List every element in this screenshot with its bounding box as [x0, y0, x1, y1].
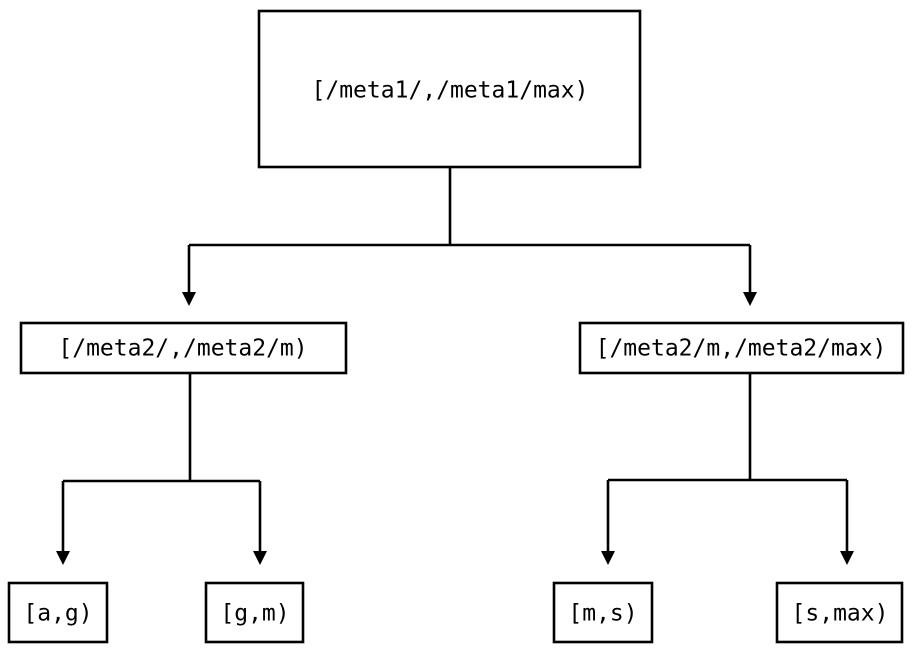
node-mid-right-label: [/meta2/m,/meta2/max): [596, 336, 887, 362]
arrowhead-midleft-to-leaf2: [253, 551, 267, 565]
node-leaf-1-label: [a,g): [23, 601, 92, 627]
node-leaf-4[interactable]: [s,max): [775, 581, 904, 644]
node-leaf-3[interactable]: [m,s): [552, 581, 654, 644]
node-leaf-2-box: [204, 581, 305, 644]
node-leaf-1[interactable]: [a,g): [7, 581, 109, 644]
node-mid-right[interactable]: [/meta2/m,/meta2/max): [578, 321, 905, 375]
node-leaf-3-box: [552, 581, 654, 644]
edge-root-to-mid-group: [182, 167, 757, 306]
node-leaf-4-box: [775, 581, 904, 644]
arrowhead-midright-to-leaf4: [840, 551, 854, 565]
arrowhead-midleft-to-leaf1: [56, 551, 70, 565]
arrowhead-midright-to-leaf3: [601, 551, 615, 565]
node-mid-left[interactable]: [/meta2/,/meta2/m): [19, 321, 348, 375]
node-root[interactable]: [/meta1/,/meta1/max): [257, 9, 642, 169]
edge-midright-to-leaves-group: [601, 373, 854, 565]
node-mid-left-label: [/meta2/,/meta2/m): [58, 336, 307, 362]
node-leaf-2[interactable]: [g,m): [204, 581, 305, 644]
node-mid-right-box: [578, 321, 905, 375]
node-leaf-1-box: [7, 581, 109, 644]
node-leaf-3-label: [m,s): [568, 601, 637, 627]
node-root-label: [/meta1/,/meta1/max): [312, 78, 589, 104]
node-root-box: [257, 9, 642, 169]
node-leaf-2-label: [g,m): [220, 601, 289, 627]
node-leaf-4-label: [s,max): [792, 601, 889, 627]
arrowhead-root-to-mid-right: [743, 292, 757, 306]
edge-midleft-to-leaves-group: [56, 373, 267, 565]
node-mid-left-box: [19, 321, 348, 375]
arrowhead-root-to-mid-left: [182, 292, 196, 306]
